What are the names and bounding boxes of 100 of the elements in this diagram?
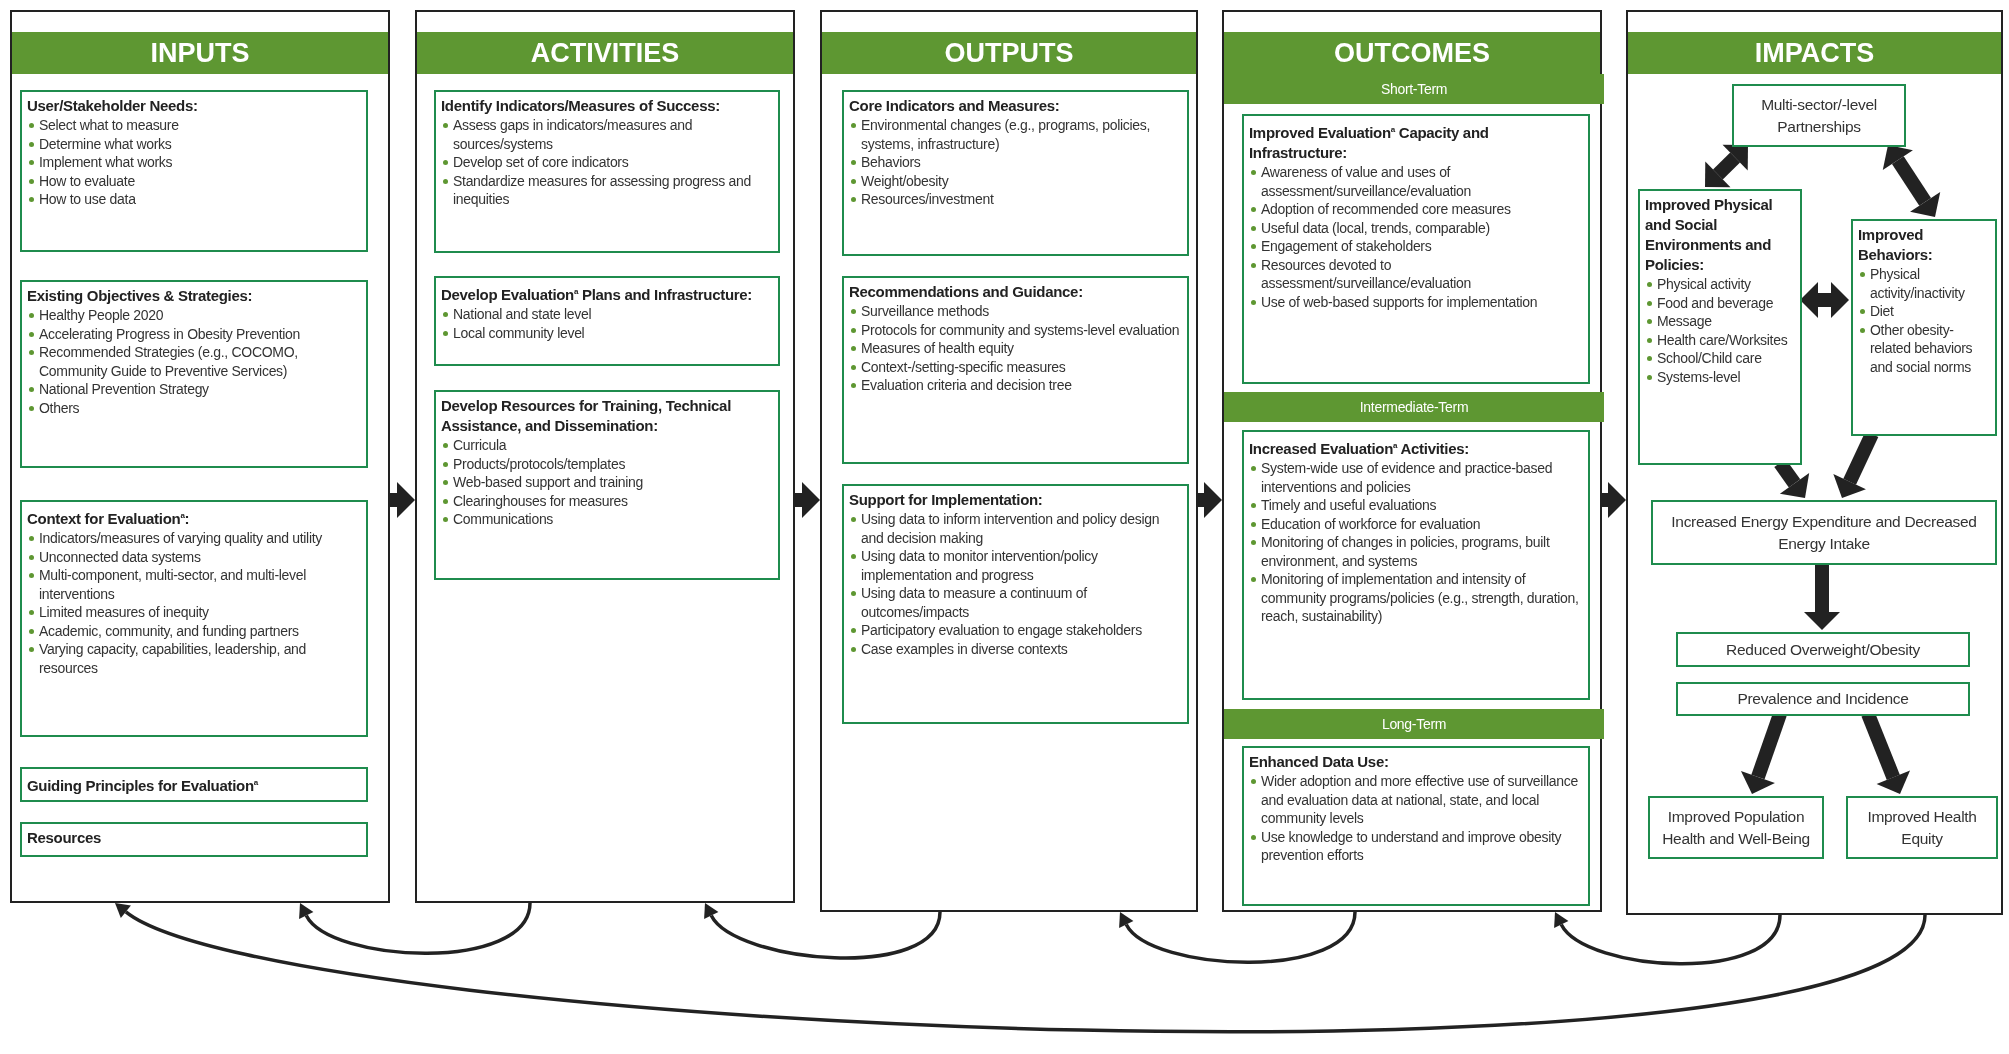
list-item: Message <box>1645 312 1795 331</box>
list-item: Recommended Strategies (e.g., COCOMO, Community Guide to Preventive Services) <box>27 343 361 380</box>
list-item: Monitoring of changes in policies, programs, built environment, and systems <box>1249 533 1583 570</box>
list-item: Select what to measure <box>27 116 361 135</box>
list-item: Measures of health equity <box>849 339 1182 358</box>
list-item: Using data to monitor intervention/policy implementation and progress <box>849 547 1182 584</box>
list-item: Use knowledge to understand and improve obesity prevention efforts <box>1249 827 1583 865</box>
term-band: Intermediate-Term <box>1224 392 1604 422</box>
list-item: Accelerating Progress in Obesity Prevention <box>27 324 361 343</box>
box-heading: Core Indicators and Measures: <box>849 96 1061 116</box>
list-item: National Prevention Strategy <box>27 380 361 399</box>
arrow <box>1804 563 1840 630</box>
arrow <box>795 482 820 518</box>
content-box <box>20 822 368 857</box>
list-item: Unconnected data systems <box>27 547 361 566</box>
feedback-arrow <box>297 902 532 956</box>
list-item: Surveillance methods <box>849 302 1182 321</box>
box-heading: Improved Behaviors: <box>1858 225 1934 265</box>
list-item: Weight/obesity <box>849 171 1182 190</box>
impact-box: Increased Energy Expenditure and Decreased Energy Intake <box>1651 500 1997 565</box>
box-heading: Improved Evaluation$^{a}$ Capacity and Infrastructure: <box>1249 123 1490 163</box>
feedback-arrow <box>1117 911 1357 964</box>
list-item: Physical activity/inactivity <box>1858 265 1990 302</box>
list-item: Varying capacity, capabilities, leadership, and resources <box>27 640 361 677</box>
impact-box: Improved Health Equity <box>1846 796 1998 859</box>
box-heading: Existing Objectives & Strategies: <box>27 286 254 306</box>
content-box <box>842 276 1189 464</box>
list-item: Adoption of recommended core measures <box>1249 200 1583 219</box>
list-item: Systems-level <box>1645 367 1795 386</box>
content-box <box>434 276 780 366</box>
arrow <box>1198 482 1222 518</box>
list-item: Participatory evaluation to engage stakeholders <box>849 621 1182 640</box>
term-band: Long-Term <box>1224 709 1604 739</box>
content-box <box>1242 746 1590 906</box>
column-panel <box>820 10 1198 912</box>
list-item: Limited measures of inequity <box>27 603 361 622</box>
list-item: Using data to measure a continuum of outcomes/impacts <box>849 584 1182 621</box>
list-item: Local community level <box>441 323 773 342</box>
list-item: Timely and useful evaluations <box>1249 496 1583 515</box>
list-item: Web-based support and training <box>441 473 773 492</box>
content-box <box>434 390 780 580</box>
list-item: How to evaluate <box>27 171 361 190</box>
box-heading: Recommendations and Guidance: <box>849 282 1084 302</box>
list-item: Clearinghouses for measures <box>441 491 773 510</box>
arrow <box>1705 144 1748 188</box>
arrow <box>1602 482 1626 518</box>
column-panel <box>415 10 795 903</box>
list-item: Food and beverage <box>1645 293 1795 312</box>
list-item: Multi-component, multi-sector, and multi-level interventions <box>27 566 361 603</box>
column-panel <box>1222 10 1602 912</box>
box-heading: Improved Physical and Social Environments and Policies: <box>1645 195 1774 275</box>
term-band: Short-Term <box>1224 74 1604 104</box>
content-box <box>20 767 368 802</box>
column-header: OUTPUTS <box>822 32 1196 74</box>
impact-box: Reduced Overweight/Obesity <box>1676 632 1970 667</box>
list-item: Evaluation criteria and decision tree <box>849 376 1182 395</box>
column-header: OUTCOMES <box>1224 32 1600 74</box>
list-item: Diet <box>1858 302 1990 321</box>
arrow <box>390 482 415 518</box>
column-header: ACTIVITIES <box>417 32 793 74</box>
list-item: Physical activity <box>1645 275 1795 294</box>
content-box <box>1851 219 1997 436</box>
list-item: Environmental changes (e.g., programs, policies, systems, infrastructure) <box>849 116 1182 153</box>
list-item: Implement what works <box>27 153 361 172</box>
list-item: Case examples in diverse contexts <box>849 639 1182 658</box>
content-box <box>842 90 1189 256</box>
list-item: How to use data <box>27 190 361 209</box>
list-item: Monitoring of implementation and intensity of community programs/policies (e.g., strength, duration, reach, sustainability) <box>1249 570 1583 626</box>
list-item: Wider adoption and more effective use of surveillance and evaluation data at national, state, and local community levels <box>1249 772 1583 828</box>
list-item: Resources devoted to assessment/surveillance/evaluation <box>1249 255 1583 293</box>
list-item: Curricula <box>441 436 773 455</box>
impact-box: Multi-sector/-level Partnerships <box>1732 84 1906 147</box>
list-item: Use of web-based supports for implementation <box>1249 292 1583 311</box>
feedback-arrow <box>1552 913 1782 966</box>
box-heading: Identify Indicators/Measures of Success: <box>441 96 721 116</box>
list-item: Healthy People 2020 <box>27 306 361 325</box>
column-header: IMPACTS <box>1628 32 2001 74</box>
list-item: Academic, community, and funding partners <box>27 621 361 640</box>
impact-box: Improved Population Health and Well-Being <box>1648 796 1824 859</box>
list-item: Resources/investment <box>849 190 1182 209</box>
list-item: Protocols for community and systems-level evaluation <box>849 320 1182 339</box>
list-item: Determine what works <box>27 134 361 153</box>
list-item: Assess gaps in indicators/measures and sources/systems <box>441 116 773 153</box>
list-item: Context-/setting-specific measures <box>849 357 1182 376</box>
content-box <box>20 500 368 737</box>
box-heading: Develop Resources for Training, Technical Assistance, and Dissemination: <box>441 396 732 436</box>
column-panel <box>1626 10 2003 915</box>
box-heading: Increased Evaluation$^{a}$ Activities: <box>1249 439 1470 459</box>
content-box <box>842 484 1189 724</box>
list-item: Standardize measures for assessing progress and inequities <box>441 171 773 209</box>
box-heading: Enhanced Data Use: <box>1249 752 1390 772</box>
list-item: System-wide use of evidence and practice-based interventions and policies <box>1249 459 1583 496</box>
list-item: Other obesity-related behaviors and social norms <box>1858 320 1990 376</box>
content-box <box>434 90 780 253</box>
content-box <box>1638 189 1802 465</box>
box-heading: Guiding Principles for Evaluation$^{a}$ <box>27 776 260 796</box>
list-item: National and state level <box>441 305 773 324</box>
list-item: Products/protocols/templates <box>441 454 773 473</box>
box-heading: Context for Evaluation$^{a}$: <box>27 509 191 529</box>
content-box <box>20 280 368 468</box>
